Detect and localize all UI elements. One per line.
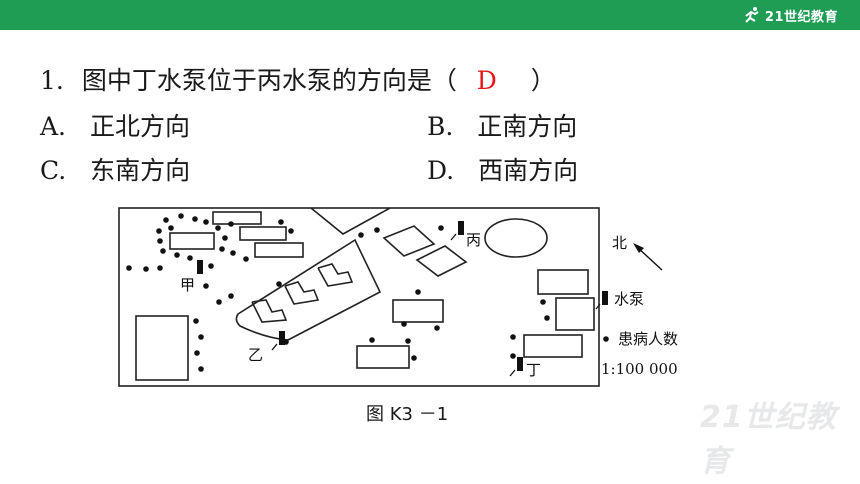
building xyxy=(317,263,354,287)
legend-pump-label: 水泵 xyxy=(614,290,644,308)
hospital-block xyxy=(235,238,382,341)
map-frame xyxy=(118,207,600,387)
north-label: 北 xyxy=(612,234,627,252)
pump-ding-icon xyxy=(517,357,523,371)
option-d[interactable]: D. 西南方向 xyxy=(427,156,578,186)
building xyxy=(239,226,287,241)
building xyxy=(135,315,189,381)
building xyxy=(356,345,410,369)
option-c[interactable]: C. 东南方向 xyxy=(40,156,190,186)
pump-jia-icon xyxy=(197,260,203,274)
top-notch xyxy=(310,207,391,235)
building xyxy=(537,269,589,295)
option-c-text: 东南方向 xyxy=(90,156,191,185)
option-b-letter: B. xyxy=(427,112,454,141)
legend-scale: 1:100 000 xyxy=(601,360,678,378)
label-yi: 乙 xyxy=(248,346,263,364)
question-stem: 图中丁水泵位于丙水泵的方向是（ xyxy=(81,66,457,95)
building xyxy=(284,281,320,305)
figure-caption: 图 K3 －1 xyxy=(366,404,449,425)
label-jia: 甲 xyxy=(180,276,195,294)
question-close: ） xyxy=(530,66,556,95)
building xyxy=(555,297,595,331)
patient-dots xyxy=(126,213,550,372)
option-b-text: 正南方向 xyxy=(477,112,578,141)
legend-dot-icon xyxy=(603,336,609,342)
option-a-letter: A. xyxy=(40,112,67,141)
building xyxy=(382,225,436,257)
legend-pump-icon xyxy=(602,291,608,305)
label-bing: 丙 xyxy=(466,231,481,249)
building xyxy=(169,232,215,250)
site-logo: 21世纪教育 xyxy=(743,5,838,25)
pond xyxy=(484,218,548,258)
option-d-text: 西南方向 xyxy=(478,156,579,185)
option-d-letter: D. xyxy=(427,156,455,185)
option-c-letter: C. xyxy=(40,156,67,185)
building xyxy=(523,334,583,358)
label-ding: 丁 xyxy=(526,361,541,379)
building xyxy=(251,299,288,323)
legend-patients-label: 患病人数 xyxy=(618,330,678,348)
runner-icon xyxy=(745,7,759,23)
option-a-text: 正北方向 xyxy=(89,112,190,141)
building xyxy=(254,242,304,258)
option-a[interactable]: A. 正北方向 xyxy=(40,112,190,142)
answer-letter: D xyxy=(476,66,497,95)
header-bar: 21世纪教育 xyxy=(0,0,860,30)
pump-yi-icon xyxy=(279,331,285,345)
building xyxy=(392,299,444,323)
pumps xyxy=(197,221,523,371)
question-number: 1. xyxy=(40,66,64,95)
building xyxy=(415,245,468,277)
option-b[interactable]: B. 正南方向 xyxy=(427,112,577,142)
north-arrow-icon xyxy=(633,243,663,271)
watermark: 21世纪教育 xyxy=(700,400,837,479)
question-line: 1. 图中丁水泵位于丙水泵的方向是（ D ） xyxy=(40,66,556,96)
pump-bing-icon xyxy=(458,221,464,235)
building xyxy=(212,211,262,225)
legend: 水泵 患病人数 1:100 000 xyxy=(595,290,678,378)
logo-text: 21世纪教育 xyxy=(764,9,838,25)
